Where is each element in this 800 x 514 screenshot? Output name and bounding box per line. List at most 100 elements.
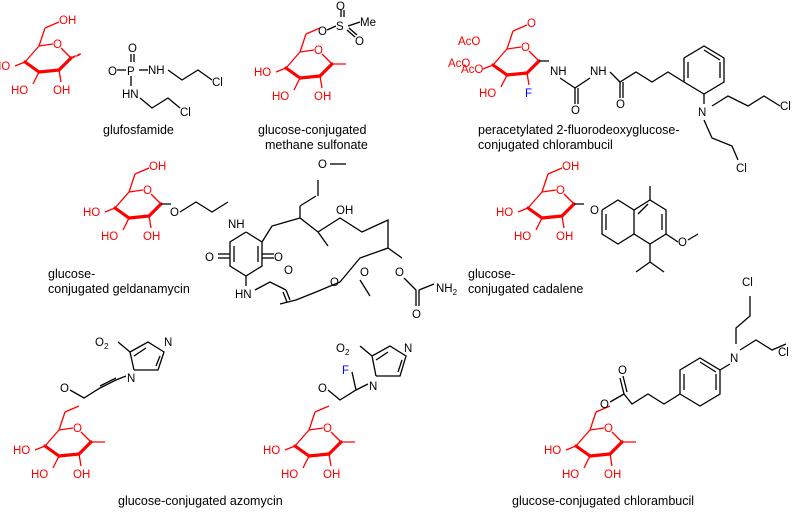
ring-bond-bold (284, 66, 302, 80)
caption-chlorambucil: glucose-conjugated chlorambucil (512, 494, 694, 509)
oh-bond (148, 215, 152, 229)
c6-bond (589, 411, 597, 431)
atom-label: NH (148, 65, 165, 77)
bond (282, 291, 288, 303)
oh-bond (609, 453, 613, 467)
bond-chain (679, 357, 721, 407)
atom-label: O (323, 423, 332, 435)
bond-chain (167, 69, 213, 81)
ring-bond-bold (307, 452, 331, 458)
ring-bond (563, 193, 575, 205)
bond-chain (559, 77, 591, 89)
ring-bond (541, 189, 557, 193)
caption-line: glucose- (48, 267, 96, 281)
ring-bond (527, 191, 543, 209)
ring-bond (299, 49, 315, 53)
atom-label: Cl (212, 77, 223, 89)
oh-bond (500, 74, 508, 88)
ring-bond-bold (560, 202, 576, 218)
bond (359, 279, 371, 297)
atom-label: O (318, 159, 327, 171)
bond-chain (735, 296, 751, 344)
atom-label: HO (31, 469, 48, 481)
c6-bond (305, 27, 321, 35)
atom-label: HO (83, 207, 100, 219)
atom-label: O (571, 105, 580, 117)
atom-label: O (318, 26, 327, 38)
ring-bond-bold (525, 59, 541, 75)
atom-label: N (127, 373, 135, 385)
ring-bond-bold (526, 206, 544, 220)
c6-bond (541, 173, 549, 193)
subscript: 2 (104, 342, 109, 351)
ring-bond (575, 429, 591, 447)
ring-bond (285, 51, 301, 69)
atom-label: OH (556, 231, 573, 243)
ring-bond (294, 429, 310, 447)
atom-label: F (525, 88, 532, 100)
caption-line: conjugated cadalene (468, 282, 584, 296)
ring-bond-bold (327, 440, 343, 456)
oh-bond (565, 445, 577, 451)
atom-label: O (556, 185, 565, 197)
atom-label: O (314, 45, 323, 57)
caption-line: glufosfamide (103, 123, 174, 137)
atom-label: HO (514, 231, 531, 243)
atom-label: O (336, 1, 345, 13)
caption-fdg-chlorambucil: peracetylated 2-fluorodeoxyglucose- conj… (478, 123, 680, 153)
caption-sulfonate: glucose-conjugated methane sulfonate (258, 123, 368, 153)
ring-bond-bold (113, 206, 131, 220)
bond (347, 21, 361, 27)
bond (133, 347, 147, 357)
atom-label: HO (272, 91, 289, 103)
c6-bond (308, 411, 316, 431)
caption-glufosfamide: glufosfamide (103, 123, 174, 138)
ring-bond (80, 431, 92, 443)
atom-label: NH2 (436, 283, 458, 297)
oh-bond (526, 72, 530, 86)
atom-label: N (164, 337, 172, 349)
atom-label: HO (13, 445, 30, 457)
atom-label: HO (562, 469, 579, 481)
bond-chain (179, 201, 229, 213)
ring-bond (114, 191, 130, 209)
atom-label: HO (281, 469, 298, 481)
c6-bond (44, 21, 60, 29)
caption-azomycin: glucose-conjugated azomycin (118, 494, 283, 509)
ring-bond-bold (608, 440, 624, 456)
bond (719, 363, 731, 371)
atom-label: N (698, 107, 706, 119)
bond (397, 359, 403, 373)
ring-bond (321, 53, 333, 65)
atom-label: O (330, 277, 339, 289)
atom-label: Cl (742, 277, 753, 289)
c6-bond (128, 173, 136, 193)
atom-label: Me (360, 17, 376, 29)
ring-bond (528, 50, 540, 62)
bond (155, 355, 161, 367)
bond (299, 195, 317, 207)
atom-label: HO (479, 88, 496, 100)
ring-bond (492, 48, 508, 66)
oh-bond (14, 61, 26, 67)
subscript: 2 (453, 288, 458, 297)
caption-line: glucose-conjugated chlorambucil (512, 494, 695, 508)
bond (348, 27, 358, 36)
bond (622, 375, 628, 393)
atom-label: HN (235, 289, 252, 301)
atom-label: O (412, 309, 421, 321)
oh-bond (319, 75, 323, 89)
ring-bond-bold (57, 452, 81, 458)
c6-bond (506, 30, 514, 50)
oh-bond (535, 217, 543, 231)
atom-label: O (604, 423, 613, 435)
bond-chain (711, 95, 781, 107)
bond (703, 49, 721, 61)
atom-label: HN (122, 89, 139, 101)
atom-label: O (274, 252, 283, 264)
oh-bond (328, 453, 332, 467)
caption-geldanamycin: glucose- conjugated geldanamycin (48, 267, 190, 297)
